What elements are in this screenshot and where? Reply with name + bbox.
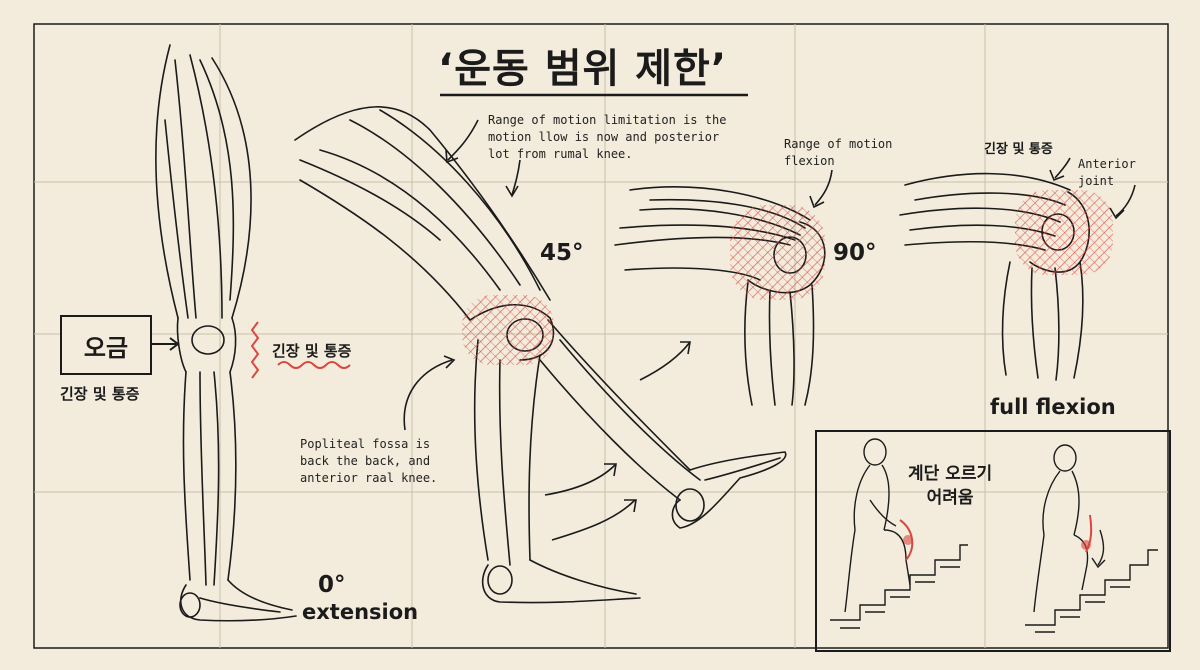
leg-extension-illustration — [155, 44, 297, 622]
inset-arrow — [1091, 529, 1106, 569]
popliteal-label-box: 오금 — [60, 315, 152, 375]
outer-frame — [33, 23, 1169, 649]
note-flexion: Range of motion flexion — [784, 137, 893, 168]
annotation-arrows-middle — [403, 119, 691, 541]
figure-climbing-1 — [844, 438, 911, 613]
box-arrow — [150, 337, 180, 351]
angle-90-label: 90° — [833, 240, 877, 266]
background-grid — [34, 24, 1168, 648]
note-anterior-joint: Anterior joint — [1078, 157, 1136, 188]
tension-label-left: 긴장 및 통증 — [272, 342, 352, 360]
note-range-limitation: Range of motion limitation is the motion… — [488, 113, 727, 161]
tension-squiggle-left — [250, 321, 260, 379]
annotation-arrows-full — [1049, 157, 1136, 220]
note-popliteal-fossa: Popliteal fossa is back the back, and an… — [300, 437, 438, 485]
extension-label: extension — [302, 600, 419, 624]
stairs-inset-panel — [815, 430, 1171, 652]
tension-underline-wave — [277, 361, 351, 369]
popliteal-label: 오금 — [83, 333, 129, 362]
annotation-arrow-90 — [809, 169, 833, 209]
stairs-right — [1025, 549, 1158, 633]
tension-label-right: 긴장 및 통증 — [984, 142, 1053, 157]
page-title: ‘운동 범위 제한’ — [438, 46, 728, 92]
box-caption: 긴장 및 통증 — [60, 385, 140, 403]
stairs-caption: 계단 오르기 어려움 — [908, 464, 993, 508]
angle-0-label: 0° — [318, 572, 346, 598]
full-flexion-label: full flexion — [990, 395, 1116, 419]
angle-45-label: 45° — [540, 240, 584, 266]
